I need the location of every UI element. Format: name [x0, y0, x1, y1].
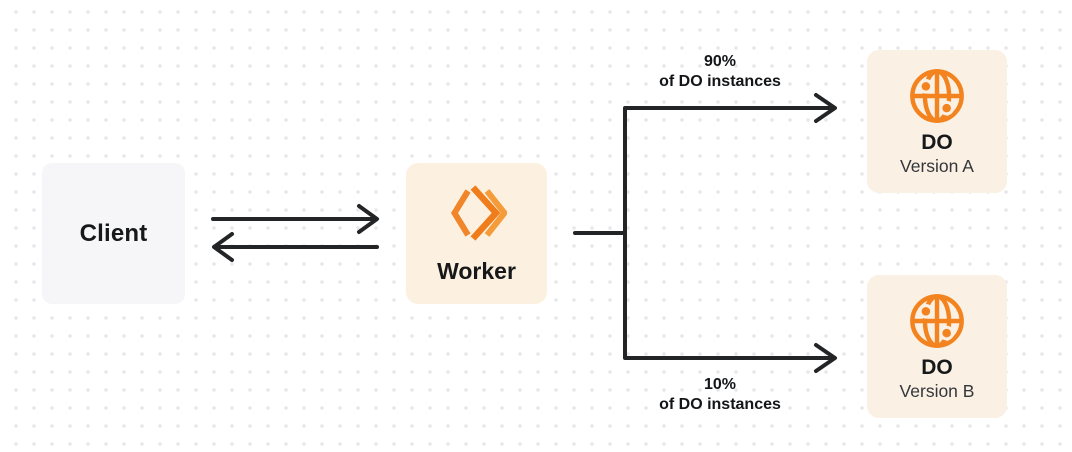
do-version-a-node: DO Version A — [867, 50, 1007, 193]
globe-icon — [908, 67, 966, 125]
bottom-branch-arrowhead — [814, 343, 837, 373]
top-branch-arrowhead — [814, 93, 837, 123]
bottom-branch-label: 10% of DO instances — [610, 375, 830, 415]
client-label: Client — [79, 219, 148, 247]
top-branch-percent: 90% — [703, 53, 737, 70]
do-b-title: DO — [921, 355, 953, 379]
globe-icon — [908, 292, 966, 350]
client-node: Client — [42, 163, 185, 304]
workers-logo-icon — [447, 183, 507, 243]
worker-to-client-arrow — [212, 232, 379, 262]
top-branch-caption: of DO instances — [659, 73, 781, 90]
do-a-title: DO — [921, 130, 953, 154]
top-branch-label: 90% of DO instances — [610, 52, 830, 92]
bottom-branch-caption: of DO instances — [659, 396, 781, 413]
do-b-subtitle: Version B — [899, 380, 975, 401]
do-version-b-node: DO Version B — [867, 275, 1007, 418]
do-a-subtitle: Version A — [900, 155, 974, 176]
worker-label: Worker — [437, 257, 516, 284]
branch-line — [623, 106, 835, 360]
bottom-branch-percent: 10% — [703, 376, 737, 393]
worker-node: Worker — [406, 163, 547, 304]
client-to-worker-arrow — [211, 204, 379, 234]
